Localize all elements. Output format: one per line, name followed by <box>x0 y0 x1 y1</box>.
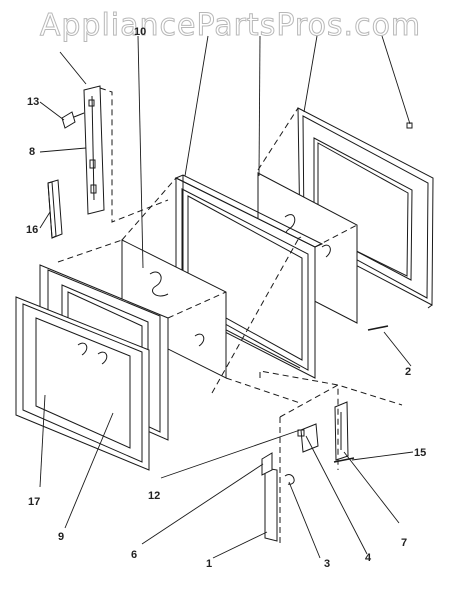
callout-16: 16 <box>26 224 39 236</box>
leader-lines <box>40 36 413 558</box>
callout-7: 7 <box>401 537 408 549</box>
screw-13 <box>62 112 84 128</box>
door-trim-frame <box>16 297 149 470</box>
callout-15: 15 <box>414 447 427 459</box>
callout-4: 4 <box>365 552 372 564</box>
callout-8: 8 <box>29 146 36 158</box>
latch-assembly <box>262 402 348 541</box>
callout-9: 9 <box>58 531 65 543</box>
watermark-text: AppliancePartsPros.com <box>39 8 422 44</box>
callout-1: 1 <box>206 558 213 570</box>
pin-2 <box>368 326 388 330</box>
door-inner-frame <box>160 175 322 378</box>
outer-door-panel <box>298 108 433 308</box>
alignment-lines <box>58 88 402 545</box>
callout-3: 3 <box>324 558 331 570</box>
hinge-block <box>48 180 62 238</box>
callout-10: 10 <box>134 26 147 38</box>
screw-15 <box>334 458 354 462</box>
callout-17: 17 <box>28 496 41 508</box>
hinge-bracket <box>84 86 104 214</box>
callout-12: 12 <box>148 490 161 502</box>
callout-13: 13 <box>27 96 40 108</box>
callout-2: 2 <box>405 366 412 378</box>
callout-6: 6 <box>131 549 138 561</box>
